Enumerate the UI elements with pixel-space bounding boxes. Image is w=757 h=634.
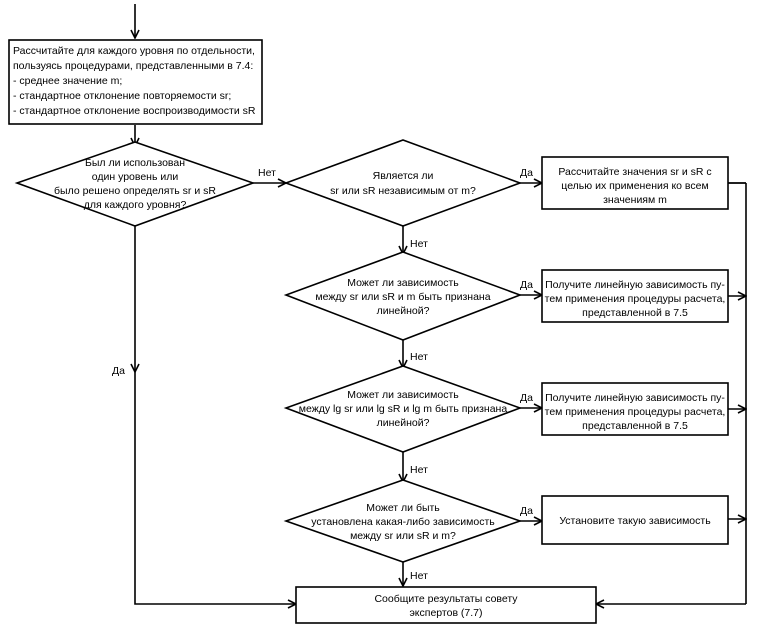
box-calc-values-line-3: значениям m xyxy=(603,194,667,206)
box-start: Рассчитайте для каждого уровня по отдель… xyxy=(8,39,263,125)
decision-independent-line-1: Является ли xyxy=(373,170,434,182)
box-establish: Установите такую зависимость xyxy=(541,495,729,545)
box-calc-values-line-1: Рассчитайте значения sr и sR с xyxy=(558,166,711,178)
box-report: Сообщите результаты совету экспертов (7.… xyxy=(295,586,597,624)
label-yes-2: Да xyxy=(520,167,533,179)
box-linear-1-line-2: тем применения процедуры расчета, xyxy=(545,293,726,305)
label-yes-3: Да xyxy=(520,279,533,291)
label-yes-4: Да xyxy=(520,392,533,404)
box-linear-1-line-3: представленной в 7.5 xyxy=(582,307,688,319)
box-linear-2: Получите линейную зависимость пу- тем пр… xyxy=(541,382,729,436)
decision-any-line-3: между sr или sR и m? xyxy=(350,530,456,542)
box-report-line-2: экспертов (7.7) xyxy=(409,607,482,619)
decision-log-line-2: между lg sr или lg sR и lg m быть призна… xyxy=(299,403,508,415)
label-no-2: Нет xyxy=(410,238,428,250)
decision-level-line-2: один уровень или xyxy=(92,171,179,183)
decision-any-line-1: Может ли быть xyxy=(366,502,440,514)
box-start-line-1: Рассчитайте для каждого уровня по отдель… xyxy=(13,45,255,57)
box-linear-2-line-1: Получите линейную зависимость пу- xyxy=(545,392,725,404)
box-start-line-2: пользуясь процедурами, представленными в… xyxy=(13,60,253,72)
decision-linear-line-1: Может ли зависимость xyxy=(347,277,459,289)
decision-linear-line-3: линейной? xyxy=(377,305,430,317)
box-start-line-4: - стандартное отклонение повторяемости s… xyxy=(13,90,231,102)
decision-independent-line-2: sr или sR независимым от m? xyxy=(330,185,476,197)
label-no-1: Нет xyxy=(258,167,276,179)
box-start-line-3: - среднее значение m; xyxy=(13,75,122,87)
box-calc-values: Рассчитайте значения sr и sR с целью их … xyxy=(541,156,729,210)
decision-level-line-3: было решено определять sr и sR xyxy=(54,185,216,197)
box-calc-values-line-2: целью их применения ко всем xyxy=(561,180,708,192)
decision-linear: Может ли зависимость между sr или sR и m… xyxy=(283,251,523,341)
decision-log-line-3: линейной? xyxy=(377,417,430,429)
box-linear-1: Получите линейную зависимость пу- тем пр… xyxy=(541,269,729,323)
decision-any: Может ли быть установлена какая-либо зав… xyxy=(283,479,523,563)
decision-independent: Является ли sr или sR независимым от m? xyxy=(283,139,523,227)
box-start-line-5: - стандартное отклонение воспроизводимос… xyxy=(13,105,256,117)
box-establish-line-1: Установите такую зависимость xyxy=(559,515,711,527)
decision-level-line-1: Был ли использован xyxy=(85,157,185,169)
decision-log-line-1: Может ли зависимость xyxy=(347,389,459,401)
box-linear-1-line-1: Получите линейную зависимость пу- xyxy=(545,279,725,291)
decision-linear-line-2: между sr или sR и m быть признана xyxy=(315,291,490,303)
label-yes-5: Да xyxy=(520,505,533,517)
box-linear-2-line-3: представленной в 7.5 xyxy=(582,420,688,432)
label-no-5: Нет xyxy=(410,570,428,582)
label-yes-1: Да xyxy=(112,365,125,377)
decision-level-line-4: для каждого уровня? xyxy=(84,199,187,211)
edge-labels: Нет Да Да Нет Да Нет Да Нет Да Нет xyxy=(112,167,533,582)
connectors xyxy=(135,4,746,604)
box-report-line-1: Сообщите результаты совету xyxy=(374,593,518,605)
decision-log: Может ли зависимость между lg sr или lg … xyxy=(283,365,523,453)
line-yes-to-report xyxy=(134,372,296,604)
box-linear-2-line-2: тем применения процедуры расчета, xyxy=(545,406,726,418)
label-no-4: Нет xyxy=(410,464,428,476)
label-no-3: Нет xyxy=(410,351,428,363)
decision-level: Был ли использован один уровень или было… xyxy=(14,141,256,227)
decision-any-line-2: установлена какая-либо зависимость xyxy=(311,516,495,528)
